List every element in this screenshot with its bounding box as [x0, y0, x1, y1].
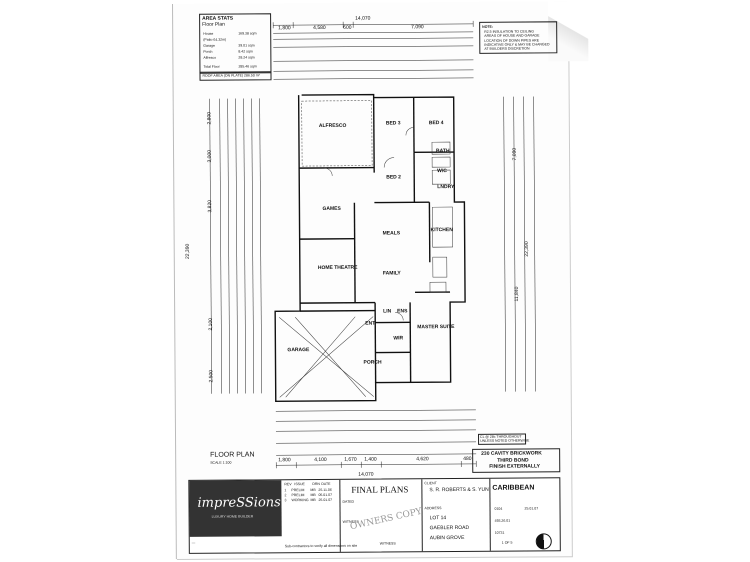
room-wc: W/C [437, 168, 447, 175]
dim-bottom-total: 14,070 [358, 471, 374, 478]
room-home-theatre: HOME THEATRE [317, 264, 358, 271]
dim-right-part: 7,090 [511, 147, 518, 161]
room-bed4: BED 4 [428, 120, 444, 127]
client-name: S. R. ROBERTS & S. YUN [429, 486, 489, 494]
room-lin: LIN [383, 308, 392, 315]
scale-label: SCALE 1:100 [210, 460, 232, 465]
company-logo: impreSSions [197, 495, 281, 511]
ceiling-note-box: CL @ 28c THROUGHOUT UNLESS NOTED OTHERWI… [478, 433, 530, 445]
owners-copy-stamp: OWNERS COPY [349, 506, 423, 533]
room-porch: PORCH [363, 359, 382, 366]
rev-header: REV [284, 482, 292, 487]
address-label: ADDRESS [424, 506, 442, 511]
dim-top-part: 600 [343, 24, 352, 31]
job-number: 0104 [494, 506, 503, 511]
title-divider [339, 479, 341, 552]
room-meals: MEALS [382, 230, 401, 237]
model-name: CARIBBEAN [492, 484, 535, 492]
room-master-suite: MASTER SUITE [417, 324, 455, 331]
dim-bottom-part: 1,670 [344, 456, 357, 463]
company-tagline: LUXURY HOME BUILDER [211, 514, 254, 519]
dim-top-part: 7,090 [411, 24, 424, 31]
room-bath: BATH [436, 148, 450, 155]
room-ent: ENT [365, 320, 376, 327]
room-ens: ENS [397, 308, 408, 315]
ref-number: 493.26.01 [494, 518, 511, 523]
finish-box: 230 CAVITY BRICKWORK THIRD BOND FINISH E… [472, 448, 561, 473]
rev-cell: MB [310, 493, 316, 498]
ceiling-note-line: UNLESS NOTED OTHERWISE [480, 438, 530, 443]
rev-header: ISSUE [294, 482, 305, 487]
title-divider [489, 478, 491, 551]
room-games: GAMES [322, 205, 341, 212]
rev-cell: MB [310, 488, 316, 493]
date-value: 25.01.07 [524, 506, 539, 511]
dim-left-part: 2,100 [207, 317, 215, 331]
dim-left-part: 3,820 [207, 199, 214, 213]
rev-cell: 25.11.06 [318, 487, 332, 492]
floor-plan-label: FLOOR PLAN [210, 451, 255, 459]
dim-top-part: 4,580 [313, 24, 326, 32]
rev-number: 10731 [494, 530, 505, 535]
dim-left-part: 2,800 [206, 111, 213, 125]
rev-header: DRN [312, 481, 320, 487]
rev-cell: 2 [284, 493, 287, 498]
rev-cell: MB [310, 498, 316, 503]
room-bed3: BED 3 [385, 120, 401, 127]
room-kitchen: KITCHEN [430, 227, 453, 234]
witness-label-2: WITNESS [379, 541, 396, 546]
title-block: impreSSions LUXURY HOME BUILDER — REV IS… [188, 477, 561, 554]
dim-bottom-part: 480 [463, 455, 472, 462]
address-line: AUBIN GROVE [429, 534, 465, 542]
north-arrow-icon [535, 533, 552, 550]
room-alfresco: ALFRESCO [318, 122, 347, 129]
room-garage: GARAGE [287, 347, 310, 354]
address-line: GAEBLER ROAD [429, 524, 470, 532]
dim-right-part: 11,840 [513, 286, 521, 302]
dim-left-part: 2,500 [208, 369, 215, 383]
room-wir: WIR [393, 335, 404, 342]
rev-cell: PRELIM [291, 488, 305, 493]
dim-top-total: 14,070 [355, 15, 371, 22]
drawing-title: FINAL PLANS [351, 484, 409, 495]
rev-cell: PRELIM [291, 493, 305, 498]
finish-line: FINISH EXTERNALLY [489, 463, 540, 470]
dim-bottom-part: 1,800 [278, 457, 291, 464]
plan-sheet: AREA STATS Floor Plan House 169.38 sqm (… [172, 1, 589, 559]
room-family: FAMILY [382, 270, 401, 277]
dim-right-total: 22,390 [523, 241, 530, 257]
finish-line: 230 CAVITY BRICKWORK [481, 450, 542, 457]
client-label: CLIENT [424, 481, 437, 486]
dim-top-part: 1,800 [278, 25, 291, 32]
dated-label: DATED [342, 499, 355, 504]
room-bed2: BED 2 [386, 174, 401, 181]
revisions-table: REV ISSUE DRN DATE 1 PRELIM MB 25.11.06 … [284, 482, 334, 512]
plan-drawing [209, 20, 536, 469]
dim-bottom-part: 4,620 [416, 456, 429, 463]
rev-cell: 1 [284, 488, 287, 493]
dim-left-part: 3,000 [206, 149, 213, 163]
footer-note: Sub-contractors to verify all dimensions… [284, 543, 358, 549]
logo-panel: impreSSions LUXURY HOME BUILDER [189, 480, 282, 537]
company-address-lines: — [191, 540, 196, 545]
rev-cell: 3 [284, 498, 287, 503]
rev-cell: WORKING [291, 498, 309, 503]
dim-bottom-part: 4,100 [314, 456, 327, 464]
rev-cell: 05.01.07 [318, 492, 333, 497]
sheet-number: 1 OF 5 [501, 540, 513, 545]
rev-header: DATE [321, 481, 331, 486]
rev-cell: 25.01.07 [318, 497, 333, 502]
address-line: LOT 14 [429, 515, 447, 522]
dim-bottom-part: 1,400 [364, 456, 377, 463]
dim-left-total: 22,390 [184, 243, 191, 260]
room-lndry: LNDRY [437, 184, 455, 191]
